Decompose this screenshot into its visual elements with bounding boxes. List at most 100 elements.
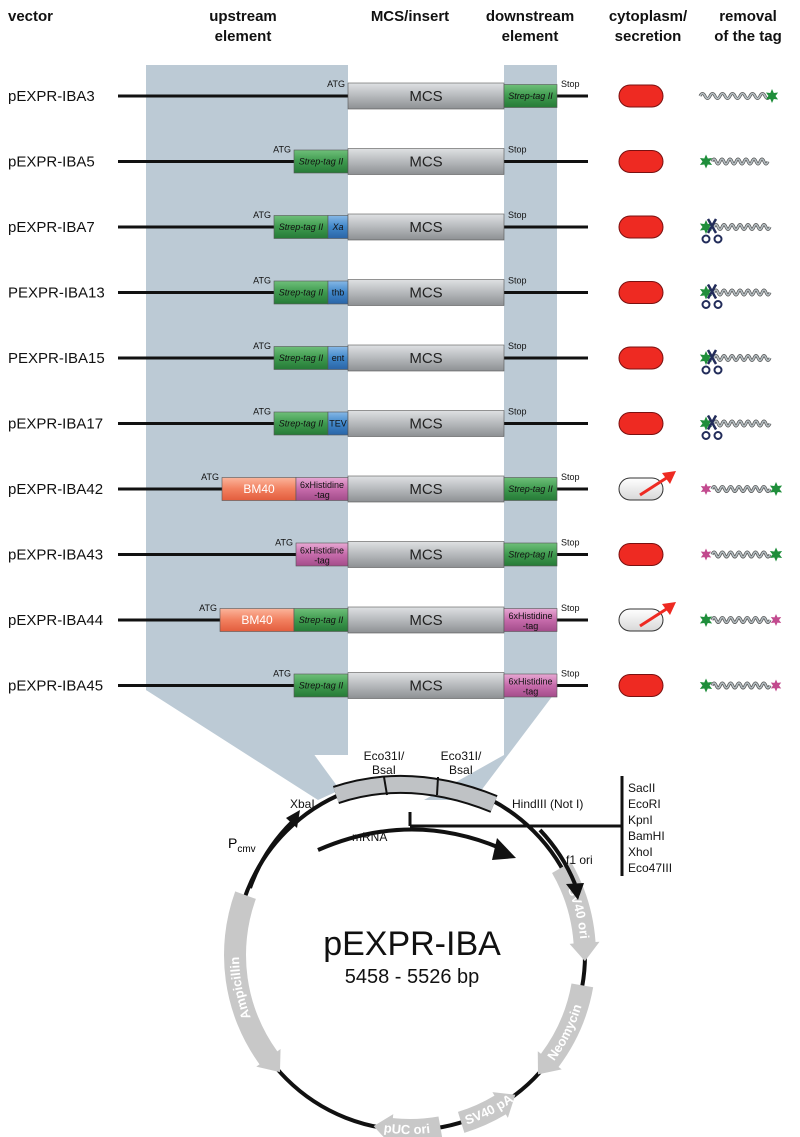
mcs-segment <box>347 344 505 372</box>
secretion-arrow-line <box>639 606 669 628</box>
stop-label: Stop <box>561 603 580 613</box>
insert-divider-right <box>436 776 439 796</box>
atg-label: ATG <box>253 407 271 417</box>
stop-label: Stop <box>561 472 580 482</box>
vector-name: pEXPR-IBA42 <box>8 481 103 498</box>
tag-removal-icon <box>699 283 772 309</box>
f1ori-arrow-head <box>566 883 584 900</box>
scissor-blade <box>706 349 718 365</box>
stop-label: Stop <box>508 210 527 220</box>
scissor-handle <box>701 431 711 440</box>
mcs-segment <box>347 475 505 503</box>
his-tag-star <box>700 483 712 495</box>
cytoplasm-pill <box>618 412 664 435</box>
protein-chain <box>711 158 769 165</box>
mcs-site: EcoRI <box>628 797 661 811</box>
strep-tag-star <box>699 285 713 300</box>
atg-label: ATG <box>253 276 271 286</box>
site-xbai: XbaI <box>290 797 315 811</box>
vector-name: PEXPR-IBA15 <box>8 350 105 367</box>
atg-label: ATG <box>199 603 217 613</box>
mcs-label: MCS <box>409 350 442 367</box>
header-downstream-2: element <box>502 28 559 45</box>
plasmid-name: pEXPR-IBA <box>323 925 501 963</box>
scissor-handle <box>713 234 723 244</box>
his-label-2: -tag <box>314 490 330 500</box>
his-label-1: 6xHistidine <box>300 480 344 490</box>
vector-name: pEXPR-IBA7 <box>8 219 95 236</box>
stop-label: Stop <box>508 407 527 417</box>
his-segment <box>503 608 558 632</box>
vector-name: pEXPR-IBA44 <box>8 612 103 629</box>
tag-removal-icon <box>699 678 782 693</box>
bm40-label: BM40 <box>243 482 275 496</box>
plasmid-size: 5458 - 5526 bp <box>345 966 480 988</box>
cytoplasm-pill <box>618 674 664 697</box>
strep-label: Strep-tag II <box>299 615 344 625</box>
his-tag-star <box>770 679 782 692</box>
scissor-handle <box>713 365 723 375</box>
atg-label: ATG <box>253 210 271 220</box>
mcs-label: MCS <box>409 154 442 171</box>
strep-tag-star <box>699 351 713 365</box>
tag-removal-icon <box>700 482 783 496</box>
site-eco31i-left-1: Eco31I/ <box>364 749 405 763</box>
mcs-segment <box>347 606 505 634</box>
atg-label: ATG <box>275 538 293 548</box>
mcs-label: MCS <box>409 285 442 302</box>
site-mrna: mRNA <box>352 830 387 844</box>
scissor-handle <box>713 300 723 309</box>
atg-label: ATG <box>253 341 271 351</box>
protein-chain <box>711 485 771 493</box>
bm40-label: BM40 <box>241 613 273 627</box>
scissor-blade <box>706 218 718 234</box>
strep-tag-star <box>769 547 783 562</box>
header-secretion: secretion <box>615 28 682 45</box>
upstream-band-taper <box>146 690 340 800</box>
mcs-segment <box>347 541 505 568</box>
protein-chain <box>711 551 771 558</box>
secretion-arrow-head <box>662 471 676 484</box>
his-label-2: -tag <box>523 621 539 631</box>
strep-tag-star <box>699 220 713 234</box>
atg-label: ATG <box>273 145 291 155</box>
cytoplasm-pill <box>618 346 664 370</box>
site-eco31i-left-2: BsaI <box>372 763 396 777</box>
strep-label: Strep-tag II <box>279 353 324 363</box>
stop-label: Stop <box>508 145 527 155</box>
column-headers: vector upstream element MCS/insert downs… <box>8 8 782 45</box>
scissor-handle <box>701 234 711 244</box>
protease-label: TEV <box>329 419 347 429</box>
protease-label: thb <box>332 288 345 298</box>
site-eco31i-right-2: BsaI <box>449 763 473 777</box>
header-downstream-1: downstream <box>486 8 574 25</box>
strep-segment <box>503 542 558 567</box>
header-cytoplasm: cytoplasm/ <box>609 8 688 25</box>
mcs-label: MCS <box>409 219 442 236</box>
header-vector: vector <box>8 8 53 25</box>
cytoplasm-pill <box>618 281 664 304</box>
scissor-handle <box>701 300 711 309</box>
plasmid-feature-arrow <box>537 983 594 1075</box>
tag-removal-icon <box>700 547 783 562</box>
mcs-label: MCS <box>409 547 442 564</box>
mcs-label: MCS <box>409 481 442 498</box>
strep-label: Strep-tag II <box>508 550 553 560</box>
protein-chain <box>699 92 771 100</box>
protein-chain <box>711 682 771 689</box>
atg-label: ATG <box>327 79 345 89</box>
header-upstream-1: upstream <box>209 8 277 25</box>
his-segment <box>503 673 558 698</box>
protein-chain <box>713 420 771 427</box>
mcs-segment <box>347 82 505 110</box>
strep-tag-star <box>699 678 713 693</box>
header-upstream-2: element <box>215 28 272 45</box>
tag-removal-icon <box>699 154 770 169</box>
cytoplasm-pill <box>618 215 664 239</box>
